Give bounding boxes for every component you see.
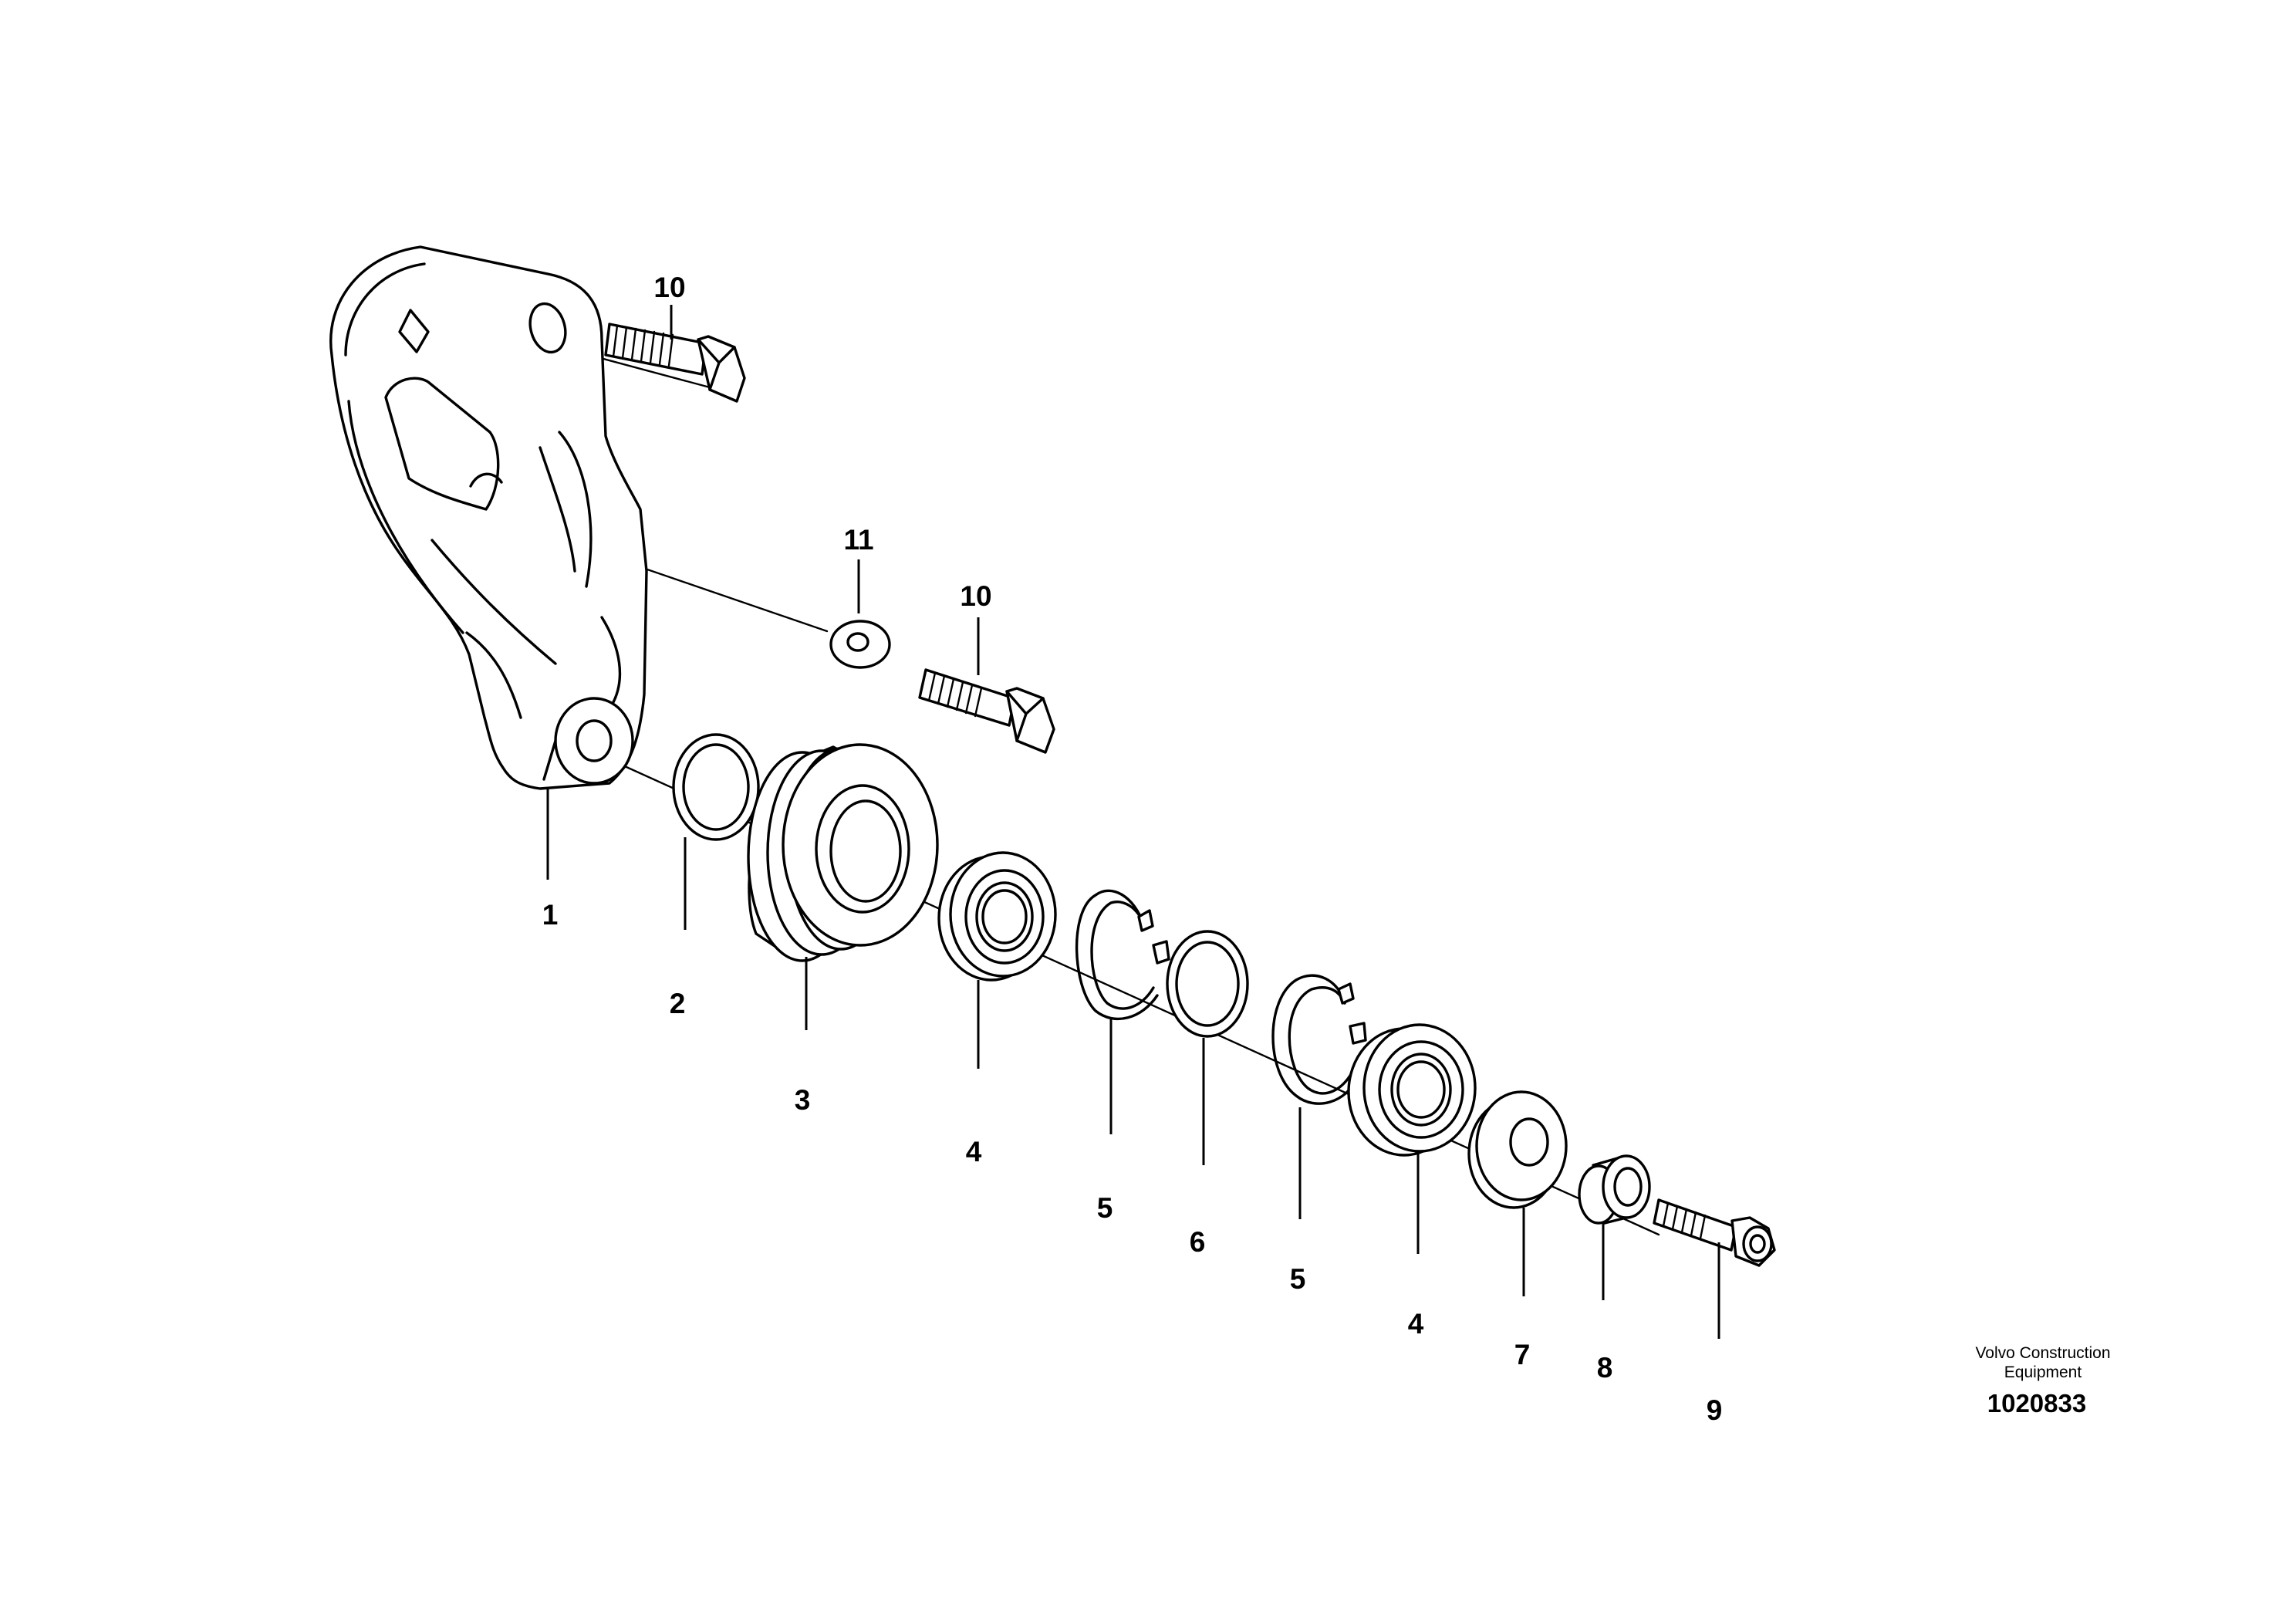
- label-part-6: 6: [1190, 1226, 1206, 1258]
- label-part-4: 4: [966, 1136, 982, 1168]
- label-part-9: 9: [1707, 1394, 1723, 1426]
- assembly-axis-lines: [471, 340, 1660, 1236]
- part-10-hex-bolt-upper: [604, 323, 746, 403]
- label-part-4: 4: [1408, 1308, 1424, 1340]
- part-5-circlip-right: [1271, 974, 1367, 1105]
- part-1-bracket: [329, 245, 648, 790]
- leader-lines: [546, 305, 1720, 1339]
- label-part-2: 2: [670, 988, 686, 1019]
- label-part-10: 10: [653, 272, 685, 303]
- label-part-8: 8: [1597, 1352, 1613, 1384]
- part-11-washer: [829, 620, 891, 669]
- label-part-5: 5: [1290, 1263, 1306, 1295]
- label-part-5: 5: [1097, 1192, 1113, 1224]
- drawing-number: 1020833: [1987, 1389, 2086, 1418]
- part-9-socket-head-screw: [1653, 1198, 1776, 1267]
- part-4-ball-bearing-left: [937, 851, 1057, 982]
- brand-line-1: Volvo Construction: [1975, 1344, 2110, 1362]
- label-part-10: 10: [960, 580, 991, 612]
- part-6-ring: [1166, 930, 1249, 1038]
- part-2-washer: [672, 733, 760, 841]
- label-part-11: 11: [843, 524, 873, 556]
- label-part-1: 1: [542, 899, 559, 931]
- part-7-thick-washer: [1467, 1090, 1568, 1209]
- part-3-pulley: [747, 743, 939, 962]
- brand-line-2: Equipment: [2004, 1363, 2082, 1381]
- part-10-hex-bolt-lower: [918, 668, 1055, 754]
- part-5-circlip-left: [1075, 889, 1170, 1021]
- label-part-7: 7: [1514, 1339, 1531, 1370]
- label-part-3: 3: [795, 1084, 811, 1116]
- part-8-bushing: [1578, 1154, 1651, 1225]
- part-4-ball-bearing-right: [1347, 1023, 1477, 1157]
